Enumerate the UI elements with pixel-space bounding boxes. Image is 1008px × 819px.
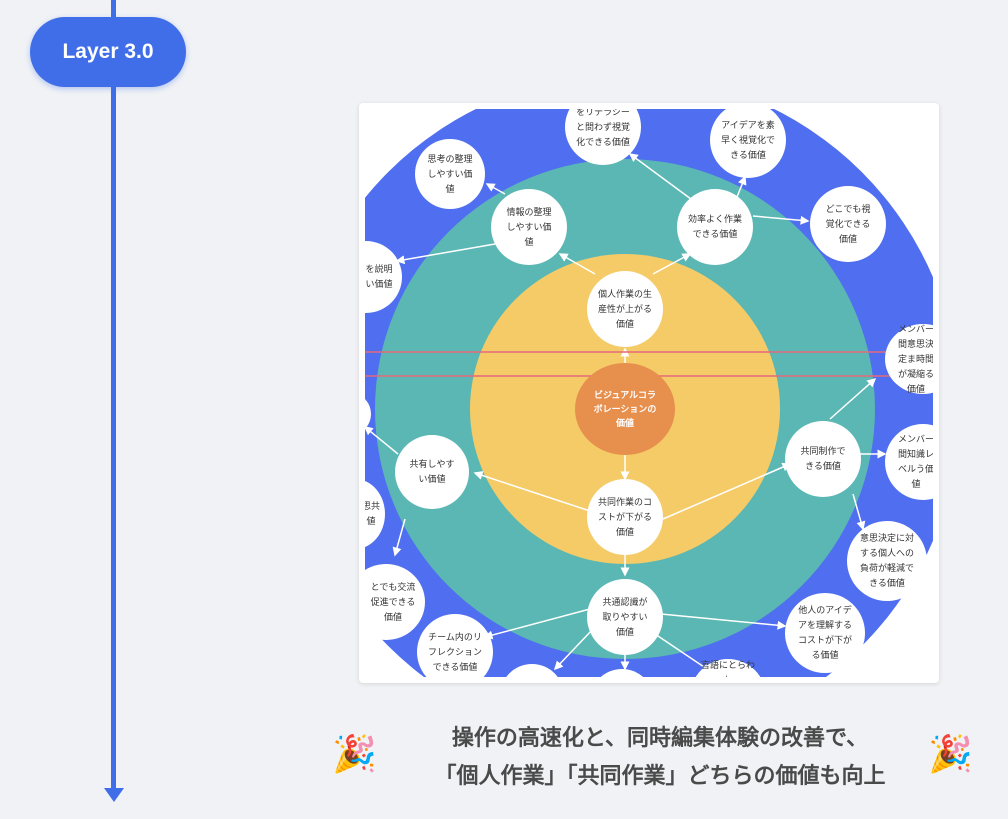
caption-line-2: 「個人作業」「共同作業」どちらの価値も向上 xyxy=(434,764,886,789)
diagram-card: ビジュアルコラボレーションの価値 個人作業の生産性が上がる価値 共同作業のコスト… xyxy=(359,103,939,683)
node-bottom-center-partial xyxy=(590,669,654,677)
node-efficient-work: 効率よく作業できる価値 xyxy=(677,189,753,265)
party-popper-right-icon: 🎉 xyxy=(928,734,973,775)
node-member-knowledge-partial: メンバー間知識レベルう価値 xyxy=(885,424,933,500)
node-co-creation: 共同制作できる価値 xyxy=(785,421,861,497)
connector-arrows xyxy=(365,153,887,672)
center-node: ビジュアルコラボレーションの価値 xyxy=(575,363,675,455)
node-quick-idea: アイデアを素早く視覚化できる価値 xyxy=(710,109,786,178)
node-left-partial: 思共値 xyxy=(365,479,385,549)
node-understand-others: 他人のアイデアを理解するコストが下がる価値 xyxy=(785,593,865,673)
node-exchange-partial: とでも交流促進できる価値 xyxy=(365,564,425,640)
node-member-decision-partial: メンバー間意思決定ま時間が凝縮る価値 xyxy=(885,324,933,394)
node-language-partial: 言語にとらわれ xyxy=(690,659,766,677)
node-visualize-anywhere: どこでも視覚化できる価値 xyxy=(810,186,886,262)
node-left-edge-partial xyxy=(365,394,371,434)
value-diagram: ビジュアルコラボレーションの価値 個人作業の生産性が上がる価値 共同作業のコスト… xyxy=(365,109,933,677)
caption: 操作の高速化と、同時編集体験の改善で、 「個人作業」「共同作業」どちらの価値も向… xyxy=(330,720,990,796)
caption-line-1: 操作の高速化と、同時編集体験の改善で、 xyxy=(451,726,869,751)
node-common-understanding: 共通認識が取りやすい価値 xyxy=(587,579,663,655)
party-popper-left-icon: 🎉 xyxy=(332,734,377,775)
node-decision-burden: 意思決定に対する個人への負荷が軽減できる価値 xyxy=(847,521,927,601)
layer-badge: Layer 3.0 xyxy=(30,17,186,87)
node-personal-productivity: 個人作業の生産性が上がる価値 xyxy=(587,271,663,347)
node-thought-organize: 思考の整理しやすい価値 xyxy=(415,139,485,209)
node-team-reflection: チーム内のリフレクションできる価値 xyxy=(417,614,493,677)
timeline-arrow-icon xyxy=(104,788,124,802)
node-visualize-literacy: をリテラシーと問わず視覚化できる価値 xyxy=(565,109,641,165)
timeline-line xyxy=(111,0,116,790)
node-info-organize: 情報の整理しやすい価値 xyxy=(491,189,567,265)
node-joint-cost: 共同作業のコストが下がる価値 xyxy=(587,479,663,555)
node-easy-share: 共有しやすい価値 xyxy=(395,435,469,509)
